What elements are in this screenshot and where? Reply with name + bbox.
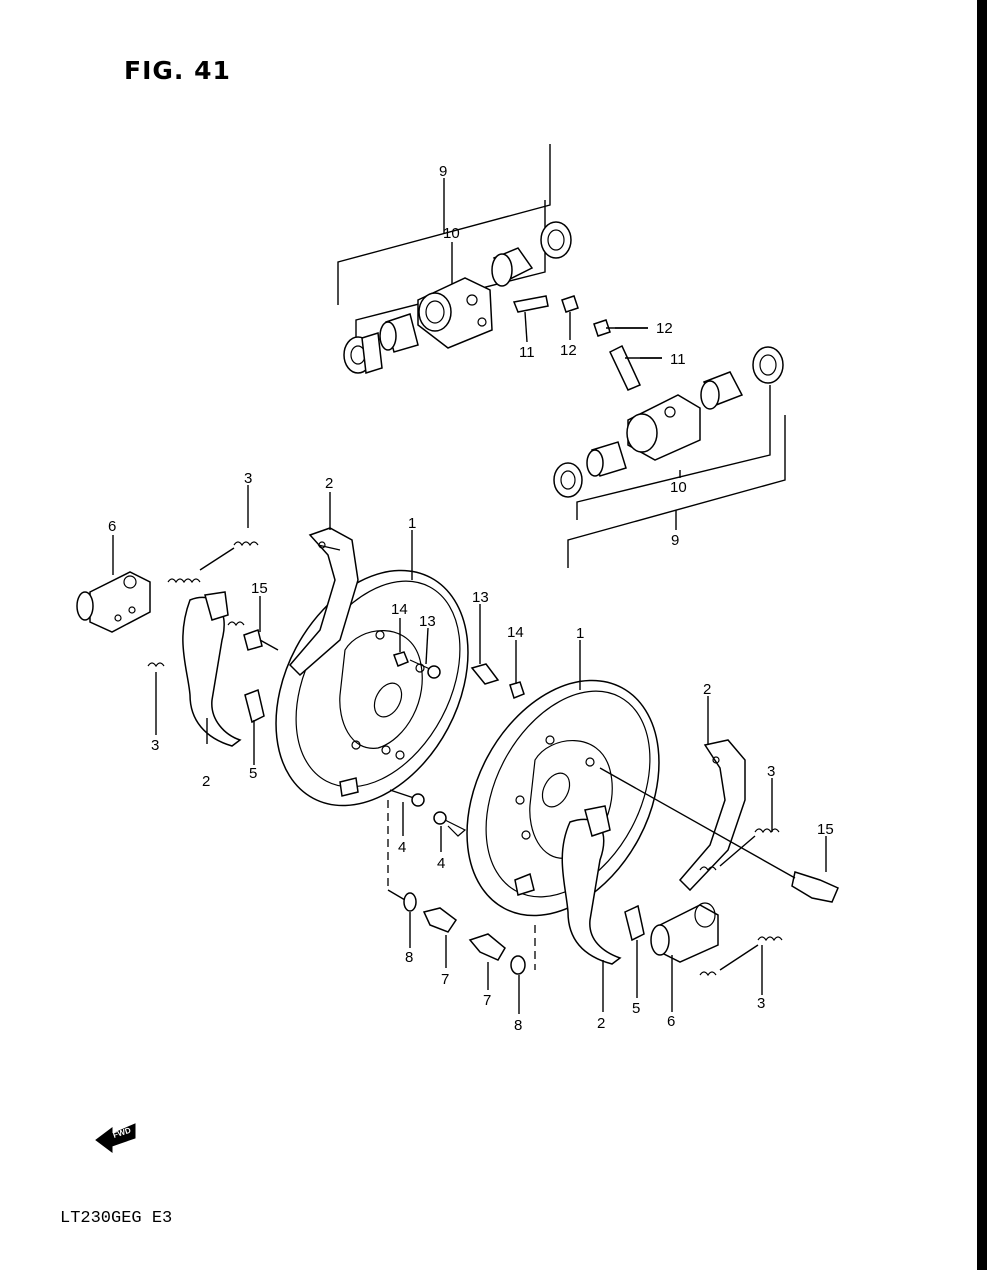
callout-5-b: 5 [632,1000,640,1017]
brake-cam-right [650,902,719,963]
piston-lower-right [700,371,744,410]
brake-panel-left [275,569,469,807]
bolt-7-left [422,907,458,933]
callout-labels: 1 1 2 2 2 2 3 3 3 3 4 4 5 5 6 6 7 7 8 8 … [108,163,834,1034]
callout-9-lower: 9 [671,532,679,549]
bolt-left [227,621,279,651]
piston-right [491,247,534,287]
callout-2-a: 2 [325,475,333,492]
callout-4-b: 4 [437,855,445,872]
washer-left [403,892,417,912]
nut-14-right [509,681,525,699]
piston-cup-lower-left [553,462,583,498]
brake-shoe-right-rear [561,805,645,965]
callout-7-b: 7 [483,992,491,1009]
callout-2-c: 2 [703,681,711,698]
piston-cup-left [343,332,383,374]
model-code: LT230GEG E3 [60,1209,173,1228]
callout-14-b: 14 [507,624,524,641]
callout-10-upper: 10 [443,225,460,242]
brake-cam-left [76,571,151,633]
leader-lines [112,327,827,1014]
piston-cup-lower-right [752,346,784,384]
bolt-7-right [468,933,506,961]
callout-3-b: 3 [151,737,159,754]
bleeder-screw-upper [512,295,549,343]
spring-upper-left [167,541,259,584]
brake-panel-right [466,679,660,917]
cylinder-body-lower [626,394,701,461]
spring-right-upper [699,828,780,872]
nut-14-left [393,651,409,667]
callout-1-right: 1 [576,625,584,642]
fwd-arrow-icon: FWD [95,1123,136,1153]
callout-14-a: 14 [391,601,408,618]
wheel-cylinder-assembly-lower [553,319,786,568]
callout-13-a: 13 [419,613,436,630]
washer-right [510,925,536,975]
callout-7-a: 7 [441,971,449,988]
cylinder-body-upper [417,277,493,349]
bolt-13-right [470,663,500,685]
bleeder-screw-lower [609,344,662,391]
pin-left [387,789,425,901]
callout-3-d: 3 [757,995,765,1012]
brake-shoe-right-front [678,739,746,892]
callout-9-upper: 9 [439,163,447,180]
bleeder-cap-upper [561,295,579,340]
figure-title: FIG. 41 [124,56,231,85]
callout-2-b: 2 [202,773,210,790]
callout-3-c: 3 [767,763,775,780]
spring-right-lower [699,936,783,977]
callout-15-b: 15 [817,821,834,838]
callout-4-a: 4 [398,839,406,856]
spring-lower-left [147,662,165,668]
callout-8-b: 8 [514,1017,522,1034]
callout-5-a: 5 [249,765,257,782]
callout-2-d: 2 [597,1015,605,1032]
brake-shoe-left-rear [182,591,265,747]
callout-8-a: 8 [405,949,413,966]
bolt-right [599,767,839,903]
callout-11-b: 11 [670,351,686,368]
bolt-13-center [409,659,441,679]
piston-lower-left [586,441,627,477]
callout-6-a: 6 [108,518,116,535]
brake-shoe-left-front [288,527,359,677]
piston-left [379,313,419,353]
callout-3-a: 3 [244,470,252,487]
callout-6-b: 6 [667,1013,675,1030]
callout-12-a: 12 [560,342,577,359]
callout-13-b: 13 [472,589,489,606]
callout-11-a: 11 [519,344,535,361]
callout-1-left: 1 [408,515,416,532]
wheel-cylinder-assembly-upper [337,144,579,374]
piston-cup-right [540,221,572,259]
callout-15-a: 15 [251,580,268,597]
callout-12-b: 12 [656,320,673,337]
callout-10-lower: 10 [670,479,687,496]
page-edge-bar [977,0,987,1270]
pin-right [433,811,467,837]
